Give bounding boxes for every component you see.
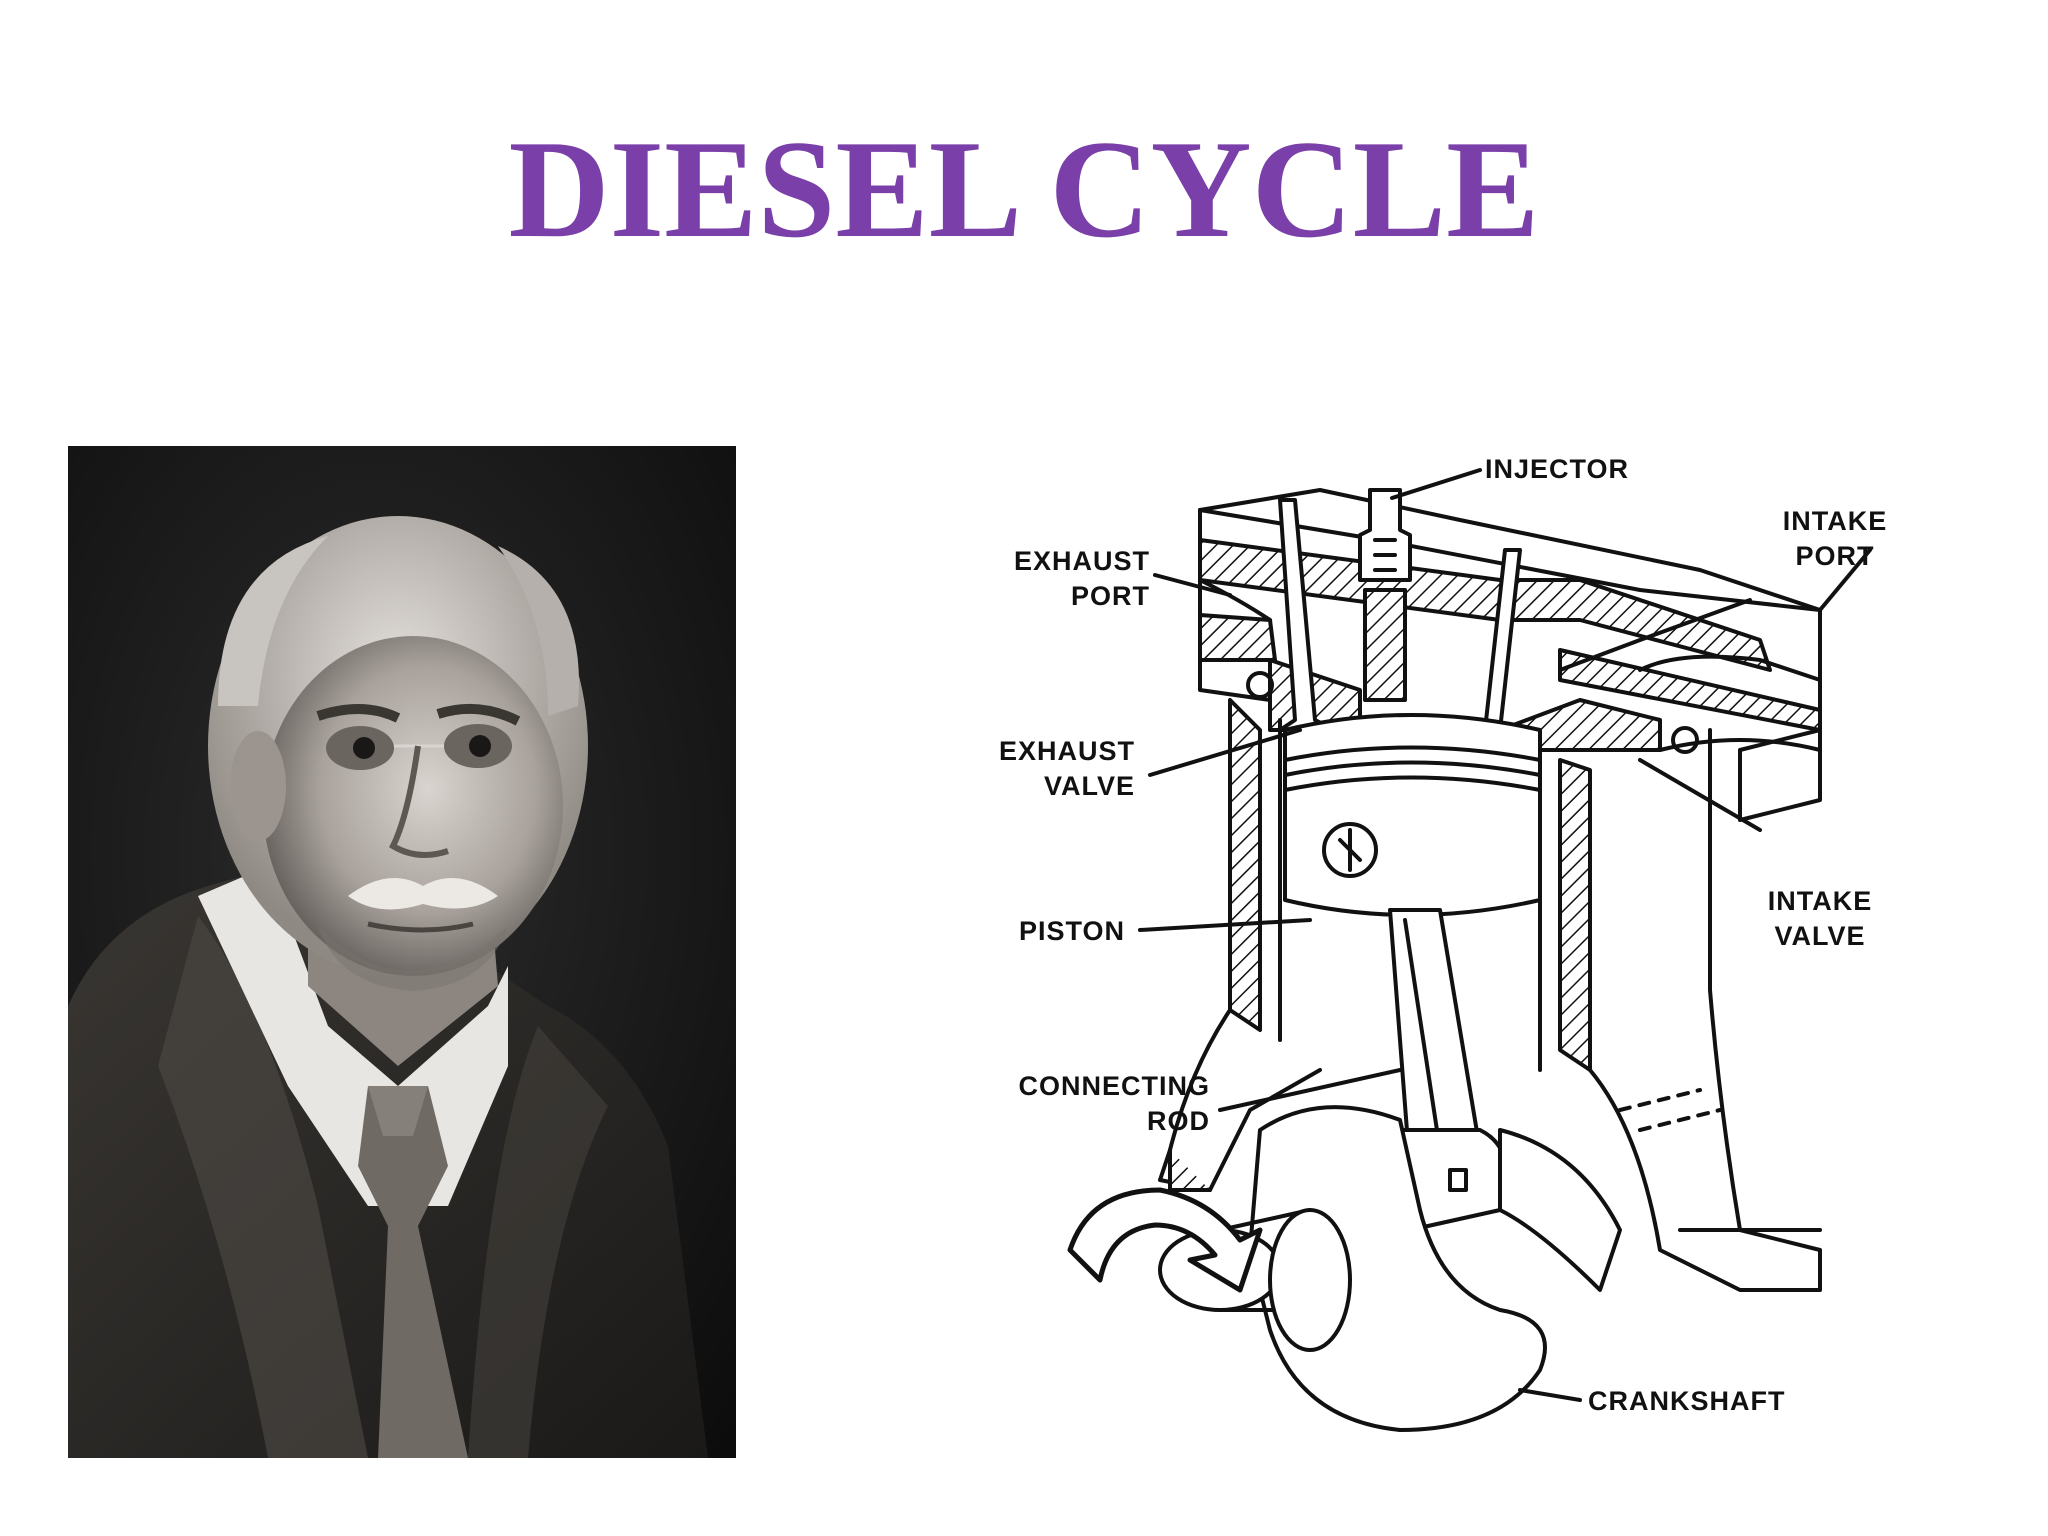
label-crankshaft: CRANKSHAFT — [1588, 1386, 1785, 1416]
rotation-arrow — [1067, 1187, 1263, 1293]
label-intake-valve-1: INTAKE — [1768, 886, 1873, 916]
label-intake-valve-2: VALVE — [1774, 921, 1865, 951]
cylinder-wall-right — [1558, 758, 1592, 1072]
label-exhaust-port-1: EXHAUST — [1014, 546, 1150, 576]
label-exhaust-valve-1: EXHAUST — [999, 736, 1135, 766]
cylinder-wall-left — [1228, 698, 1262, 1032]
slide-title: DIESEL CYCLE — [508, 112, 1540, 267]
label-injector: INJECTOR — [1485, 454, 1629, 484]
crankcase — [1158, 1008, 1322, 1192]
label-connecting-rod-1: CONNECTING — [1019, 1071, 1211, 1101]
piston — [1283, 713, 1542, 917]
label-intake-port-1: INTAKE — [1783, 506, 1888, 536]
exhaust-port-opening — [1198, 578, 1272, 622]
piston-pin — [1322, 822, 1378, 878]
crankshaft — [1248, 1105, 1547, 1432]
label-exhaust-port-2: PORT — [1071, 581, 1150, 611]
injector — [1358, 488, 1412, 582]
label-connecting-rod-2: ROD — [1147, 1106, 1210, 1136]
portrait-photo — [68, 446, 736, 1458]
label-exhaust-valve-2: VALVE — [1044, 771, 1135, 801]
label-piston: PISTON — [1019, 916, 1125, 946]
label-intake-port-2: PORT — [1795, 541, 1874, 571]
engine-cutaway-diagram: INJECTOR EXHAUST PORT INTAKE PORT EXHAUS… — [999, 454, 1888, 1432]
